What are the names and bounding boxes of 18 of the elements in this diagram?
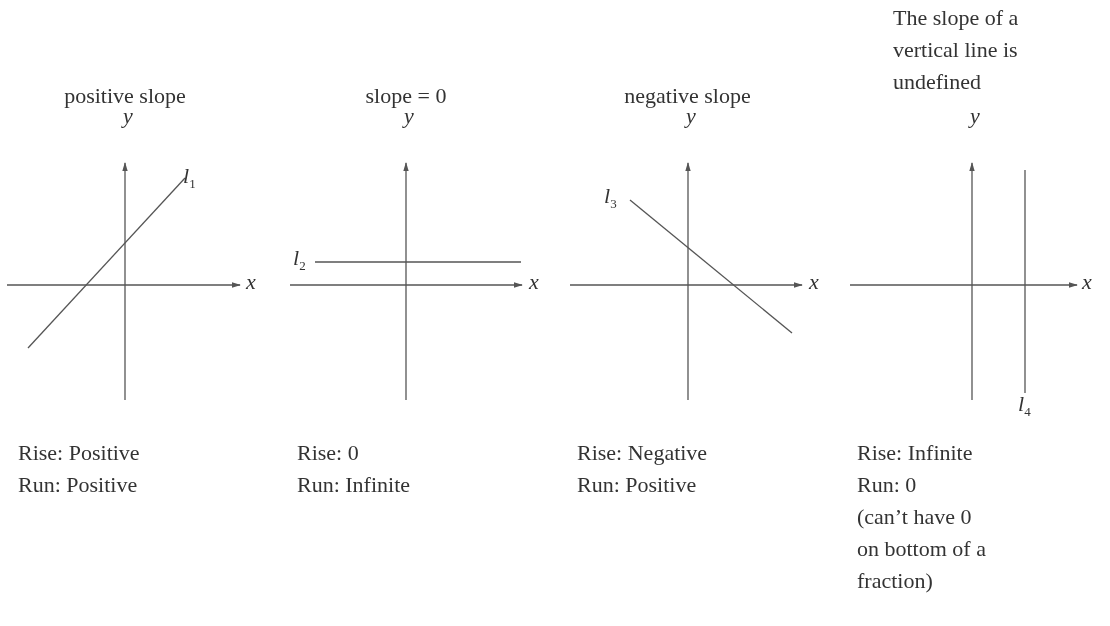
axis-label: y <box>967 102 981 130</box>
caption-text: (can’t have 0 on bottom of a fraction) <box>857 503 987 595</box>
axis-label: x <box>246 268 257 296</box>
caption-text: Rise: Negative <box>577 439 709 467</box>
line-label: l$_{2}$ <box>293 244 307 276</box>
line-label: l$_{3}$ <box>604 182 618 214</box>
caption-text: Rise: 0 <box>297 439 360 467</box>
caption-text: Rise: Positive <box>18 439 141 467</box>
line-label: l$_{1}$ <box>183 162 197 194</box>
caption-text: Run: 0 <box>857 471 918 499</box>
caption-text: Run: Positive <box>18 471 139 499</box>
line-label: l$_{4}$ <box>1018 390 1032 422</box>
caption-text: Rise: Infinite <box>857 439 974 467</box>
caption-text: Run: Infinite <box>297 471 412 499</box>
axis-label: x <box>1082 268 1093 296</box>
axis-label: x <box>809 268 820 296</box>
axis-label: x <box>529 268 540 296</box>
caption-text: Run: Positive <box>577 471 698 499</box>
